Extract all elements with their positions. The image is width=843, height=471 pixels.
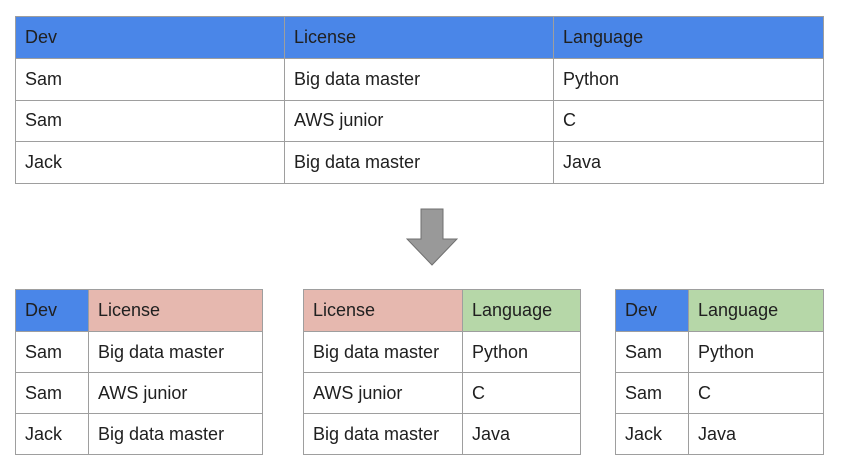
cell-dev: Jack [15,141,285,184]
cell-license: AWS junior [284,99,554,142]
cell-language: Python [688,331,824,373]
down-arrow-icon [406,208,458,266]
table-row: Jack Big data master Java [15,141,824,184]
cell-dev: Sam [615,331,689,373]
cell-language: C [462,372,581,414]
cell-license: Big data master [284,141,554,184]
cell-dev: Sam [615,372,689,414]
cell-dev: Jack [615,413,689,455]
header-dev: Dev [15,16,285,59]
table-row: Big data master Java [303,413,581,455]
cell-license: Big data master [303,331,463,373]
header-license: License [88,289,263,332]
header-license: License [284,16,554,59]
cell-license: Big data master [88,331,263,373]
header-row: Dev License Language [15,16,824,59]
table-row: Sam Big data master Python [15,58,824,101]
cell-language: Java [688,413,824,455]
table-row: Sam AWS junior [15,372,263,414]
header-dev: Dev [615,289,689,332]
cell-dev: Sam [15,58,285,101]
header-row: Dev Language [615,289,824,332]
table-row: Sam Big data master [15,331,263,373]
table-dev-license: Dev License Sam Big data master Sam AWS … [15,289,263,455]
cell-language: Python [553,58,824,101]
table-row: Jack Big data master [15,413,263,455]
table-row: Sam Python [615,331,824,373]
cell-dev: Jack [15,413,89,455]
header-dev: Dev [15,289,89,332]
cell-license: Big data master [284,58,554,101]
main-table: Dev License Language Sam Big data master… [15,16,824,184]
header-language: Language [462,289,581,332]
cell-language: C [688,372,824,414]
table-row: Sam AWS junior C [15,99,824,142]
header-row: License Language [303,289,581,332]
cell-dev: Sam [15,331,89,373]
cell-license: AWS junior [88,372,263,414]
cell-license: Big data master [303,413,463,455]
table-row: Jack Java [615,413,824,455]
cell-dev: Sam [15,99,285,142]
cell-language: Python [462,331,581,373]
table-row: Big data master Python [303,331,581,373]
table-row: AWS junior C [303,372,581,414]
table-row: Sam C [615,372,824,414]
cell-license: AWS junior [303,372,463,414]
header-language: Language [553,16,824,59]
cell-language: Java [553,141,824,184]
table-dev-language: Dev Language Sam Python Sam C Jack Java [615,289,824,455]
cell-language: Java [462,413,581,455]
header-license: License [303,289,463,332]
cell-language: C [553,99,824,142]
cell-license: Big data master [88,413,263,455]
table-license-language: License Language Big data master Python … [303,289,581,455]
header-language: Language [688,289,824,332]
cell-dev: Sam [15,372,89,414]
header-row: Dev License [15,289,263,332]
